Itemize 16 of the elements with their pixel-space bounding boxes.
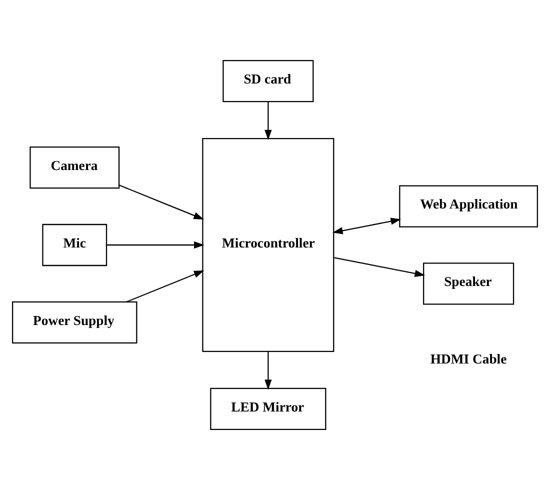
arrow [334, 256, 426, 276]
node-box: Microcontroller [202, 137, 334, 352]
node-box: Speaker [423, 262, 514, 304]
arrow [332, 217, 402, 234]
node-box: LED Mirror [210, 387, 326, 430]
node-box: SD card [222, 59, 314, 102]
node-box: Mic [42, 223, 108, 266]
node-box: Power Supply [12, 300, 138, 343]
arrow [106, 240, 204, 248]
arrow [118, 184, 204, 219]
arrow [126, 270, 204, 302]
node-box: Web Application [399, 184, 538, 227]
node-box: Camera [30, 146, 120, 188]
label: HDMI Cable [430, 351, 507, 366]
arrow [264, 351, 272, 390]
arrow [264, 101, 272, 140]
